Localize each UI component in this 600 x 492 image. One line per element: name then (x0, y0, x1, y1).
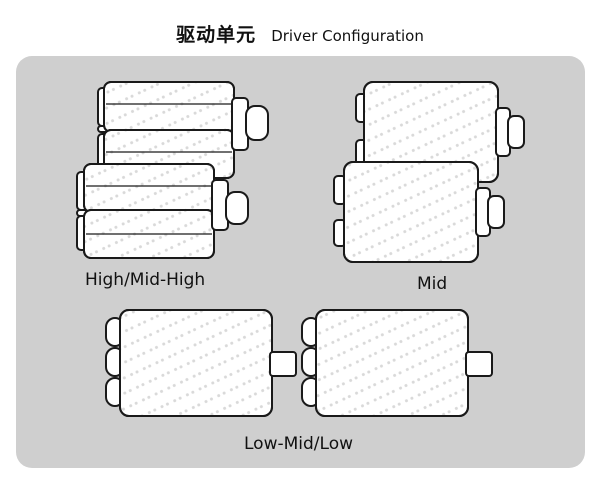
low-driver-left (105, 309, 297, 417)
title-english: Driver Configuration (271, 27, 424, 45)
label-mid: Mid (417, 274, 448, 294)
page-title: 驱动单元 Driver Configuration (0, 20, 600, 47)
label-low-mid-low: Low-Mid/Low (244, 434, 353, 454)
low-mid-low-driver-group (105, 309, 493, 417)
title-chinese: 驱动单元 (176, 24, 257, 46)
high-mid-high-driver-group (76, 81, 269, 259)
mid-driver-group (333, 81, 525, 263)
label-high-mid-high: High/Mid-High (85, 270, 206, 290)
low-driver-right (301, 309, 493, 417)
mid-driver-lower (333, 161, 505, 263)
mid-driver-upper (355, 81, 525, 183)
high-driver-lower (76, 163, 249, 259)
